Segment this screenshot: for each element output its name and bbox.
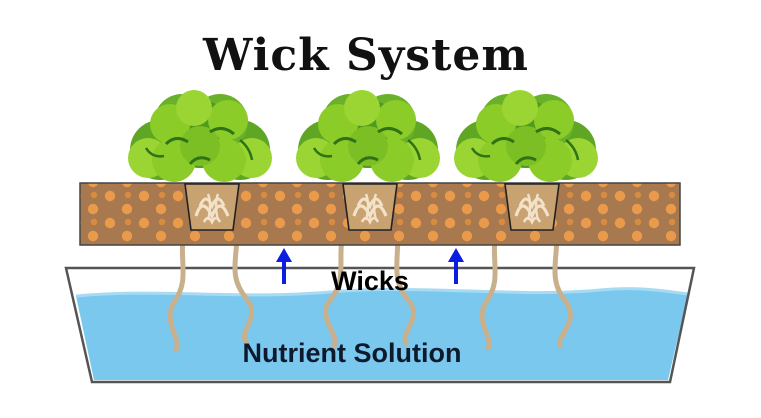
lettuce-plant-icon [294,88,442,184]
wick-strand [167,223,189,353]
nutrient-solution-water [76,288,688,380]
net-pot [341,182,399,232]
nutrient-reservoir [64,266,696,384]
diagram-title: Wick System [202,30,529,81]
wick-strand [232,223,255,345]
wicks-label: Wicks [331,266,409,296]
reservoir-outline [64,266,696,384]
net-pot [183,182,241,232]
wick-strands [167,223,573,353]
lettuce-plant-icon [126,88,274,184]
up-arrow-icon [274,246,294,286]
wick-strand [552,223,573,349]
nutrient-solution-label: Nutrient Solution [243,338,462,368]
up-arrow-icon [446,246,466,286]
lettuce-plant-icon [452,88,600,184]
wick-strand [393,223,417,347]
net-pot [503,182,561,232]
wick-strand [323,223,349,349]
wick-strand [479,223,501,351]
